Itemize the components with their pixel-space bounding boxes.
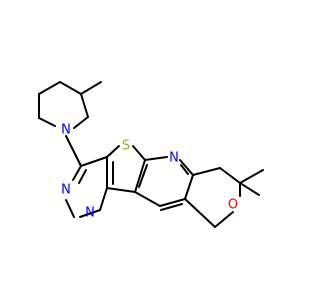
bond (72, 165, 82, 181)
atom-n-pyrimidine-1: N (61, 183, 71, 198)
bond (106, 187, 136, 193)
bond (184, 198, 216, 228)
atom-label-n-pyrimidine-1: N (61, 183, 71, 198)
bond (214, 211, 234, 228)
bond (144, 156, 168, 161)
bond (134, 191, 161, 207)
bond (132, 145, 146, 161)
molecule-structure: N S N N N O (38, 81, 264, 228)
bond (106, 145, 120, 158)
bond (179, 159, 194, 176)
atom-label-n-pyrimidine-2: N (85, 206, 95, 221)
bond (80, 156, 108, 167)
atom-label-o: O (228, 198, 238, 213)
bond (78, 169, 87, 184)
bond (59, 81, 82, 95)
bond (38, 117, 56, 127)
bond (99, 187, 108, 211)
bond (184, 174, 194, 200)
bond (160, 203, 183, 211)
bond (159, 198, 186, 207)
atom-labels: N S N N N O (61, 123, 238, 221)
bond (239, 182, 260, 196)
bond (80, 93, 89, 118)
bond (65, 199, 75, 218)
bond (80, 81, 102, 95)
bond (239, 169, 264, 184)
atom-label-n-piperidine: N (61, 123, 71, 138)
atom-n-pyridine: N (169, 151, 179, 166)
atom-label-n-pyridine: N (169, 151, 179, 166)
bonds (38, 81, 264, 228)
bond (192, 167, 221, 176)
bond (138, 164, 148, 188)
bond (180, 164, 189, 175)
atom-n-pyrimidine-2: N (85, 206, 95, 221)
bond (79, 209, 101, 218)
atom-o-pyran: O (228, 198, 238, 213)
atom-n-piperidine: N (61, 123, 71, 138)
atom-label-s: S (122, 139, 130, 154)
bond (38, 81, 61, 95)
bond (65, 135, 82, 167)
atom-s-thiophene: S (122, 139, 130, 154)
bond (73, 116, 89, 129)
bond (219, 167, 241, 184)
bond (134, 159, 146, 193)
